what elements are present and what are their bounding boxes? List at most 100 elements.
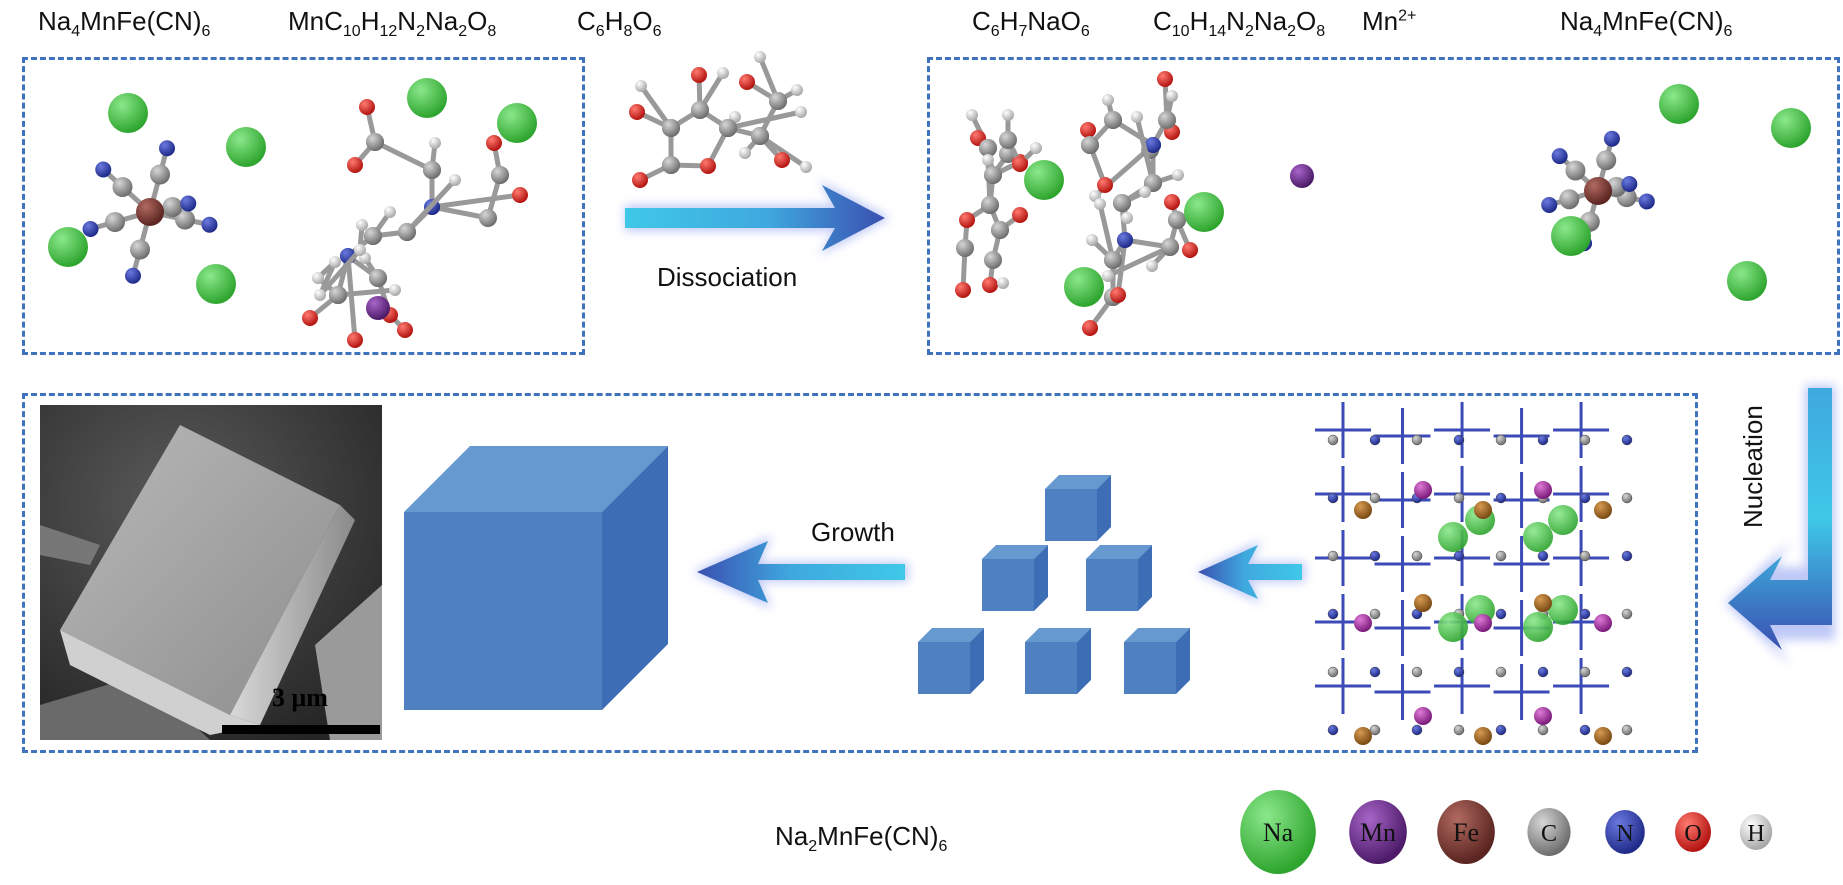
growth-arrow — [693, 535, 908, 609]
molecular-models — [48, 51, 1811, 348]
sodium-atom — [1727, 261, 1767, 301]
carbon-atom — [366, 133, 384, 151]
formula-text: Na — [775, 821, 809, 851]
formula-subscript: 14 — [1208, 23, 1227, 41]
formula-text: C — [972, 6, 991, 36]
formula-subscript: 4 — [1593, 23, 1603, 41]
carbon-atom — [984, 251, 1002, 269]
formula-subscript: 2 — [458, 23, 468, 41]
formula-text: Na — [424, 6, 459, 36]
carbon-atom — [1161, 238, 1179, 256]
sodium-atom — [108, 93, 148, 133]
oxygen-atom — [959, 212, 975, 228]
carbon-atom — [662, 156, 680, 174]
carbon-atom — [1113, 194, 1131, 212]
lattice-nitrogen-atom — [1537, 550, 1549, 562]
formula-label-sodium-ascorbate: C6H7NaO6 — [972, 8, 1090, 40]
lattice-manganese-atom — [1534, 481, 1552, 499]
sodium-atom — [1064, 267, 1104, 307]
sem-cube-drawing — [40, 405, 382, 740]
formula-subscript: 6 — [1080, 23, 1090, 41]
bond — [345, 255, 358, 341]
bond — [1134, 116, 1156, 184]
carbon-atom — [175, 209, 195, 230]
carbon-atom — [398, 223, 416, 241]
lattice-sodium-atom — [1548, 595, 1578, 625]
carbon-atom — [369, 269, 387, 287]
formula-subscript: 6 — [201, 23, 211, 41]
lattice-iron-atom — [1474, 501, 1492, 519]
formula-subscript: 8 — [487, 23, 497, 41]
lattice-carbon-atom — [1579, 550, 1591, 562]
growth-label: Growth — [811, 517, 895, 547]
bond — [1106, 244, 1172, 279]
sodium-atom — [1771, 108, 1811, 148]
bond — [405, 178, 457, 234]
formula-subscript: 7 — [1018, 23, 1028, 41]
lattice-nitrogen-atom — [1537, 434, 1549, 446]
cube-top-face — [918, 628, 984, 642]
hydrogen-atom — [791, 84, 803, 96]
lattice-manganese-atom — [1354, 614, 1372, 632]
lattice-carbon-atom — [1495, 434, 1507, 446]
legend-symbol: O — [1684, 821, 1701, 847]
formula-text: Na — [1253, 6, 1288, 36]
sodium-atom — [1024, 160, 1064, 200]
cube-side-face — [1077, 628, 1091, 694]
formula-text: MnFe(CN) — [817, 821, 939, 851]
lattice-iron-atom — [1594, 727, 1612, 745]
hydrogen-atom — [312, 272, 324, 284]
hydrogen-atom — [1172, 169, 1184, 181]
cube-top-face — [1086, 545, 1152, 559]
sem-micrograph — [40, 405, 382, 740]
oxygen-atom — [982, 277, 998, 293]
large-cube — [404, 446, 668, 710]
oxygen-atom — [955, 282, 971, 298]
formula-text: O — [1296, 6, 1317, 36]
formula-supscript: 2+ — [1398, 7, 1417, 25]
lattice-manganese-atom — [1474, 614, 1492, 632]
iron-atom-swatch — [1437, 800, 1495, 864]
formula-label-mn-edta-complex: MnC10H12N2Na2O8 — [288, 8, 496, 40]
lattice-carbon-atom — [1369, 608, 1381, 620]
formula-text: Na — [38, 6, 72, 36]
lattice-sodium-atom — [1523, 522, 1553, 552]
lattice-carbon-atom — [1579, 666, 1591, 678]
legend-item-c: C — [1527, 808, 1571, 856]
oxygen-atom — [632, 172, 648, 188]
nucleation-arrow — [1725, 385, 1835, 665]
oxygen-atom — [1164, 194, 1180, 210]
hydrogen-atom — [449, 174, 461, 186]
lattice-carbon-atom — [1453, 492, 1465, 504]
formula-subscript: 4 — [71, 23, 81, 41]
cube-side-face — [1097, 475, 1111, 541]
formula-subscript: 10 — [342, 23, 361, 41]
carbon-atom — [984, 166, 1002, 184]
oxygen-atom — [486, 135, 502, 151]
formula-text: N — [397, 6, 417, 36]
lattice-nitrogen-atom — [1495, 608, 1507, 620]
formula-text: C — [577, 6, 596, 36]
molecule — [312, 137, 461, 304]
oxygen-atom — [347, 157, 363, 173]
hydrogen-atom — [1102, 270, 1114, 282]
carbon-atom — [956, 239, 974, 257]
lattice-nitrogen-atom — [1621, 434, 1633, 446]
oxygen-atom — [1097, 177, 1113, 193]
hydrogen-atom — [1086, 234, 1098, 246]
formula-subscript: 6 — [652, 23, 662, 41]
formula-label-na4mnfe-cn6-right: Na4MnFe(CN)6 — [1560, 8, 1732, 40]
lattice-carbon-atom — [1327, 666, 1339, 678]
hydrogen-atom — [739, 147, 751, 159]
carbon-atom — [751, 127, 769, 145]
carbon-atom — [1168, 211, 1186, 229]
formula-text: N — [1226, 6, 1245, 36]
bond — [727, 109, 802, 131]
oxygen-atom-swatch — [1675, 812, 1711, 852]
lattice-carbon-atom — [1621, 608, 1633, 620]
lattice-nitrogen-atom — [1579, 492, 1591, 504]
cube-front-face — [1124, 642, 1176, 694]
formula-subscript: 2 — [1244, 23, 1254, 41]
bond — [373, 139, 434, 173]
